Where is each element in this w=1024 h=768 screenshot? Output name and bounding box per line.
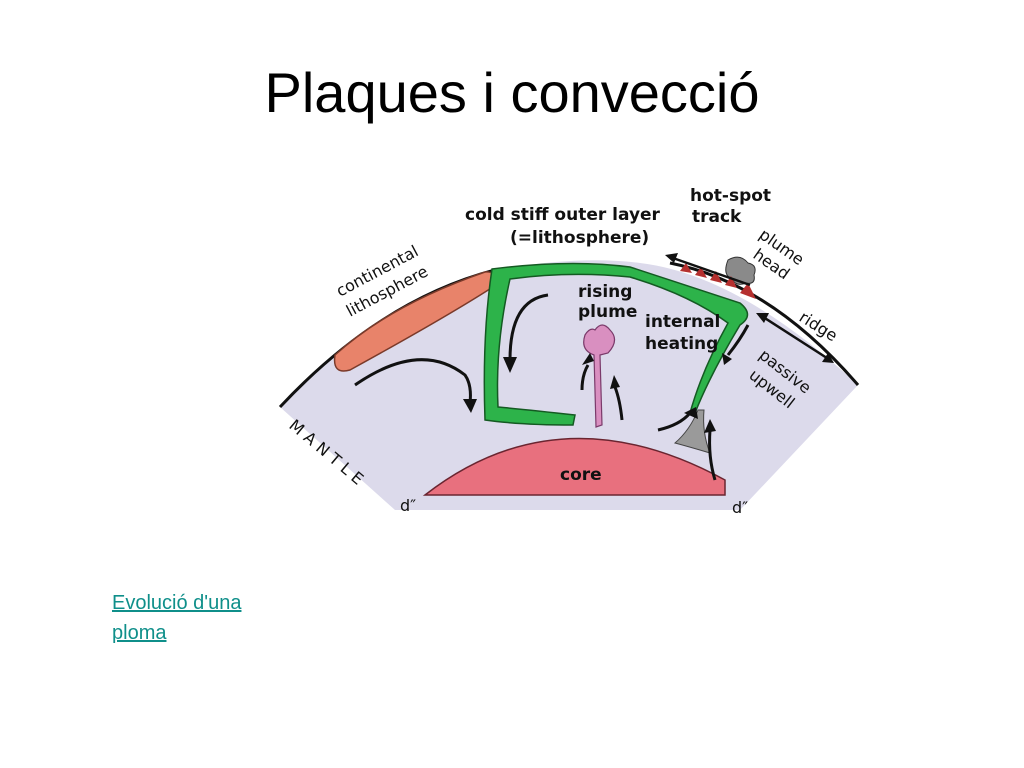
convection-arrowheads xyxy=(463,353,732,433)
ocean-surface-line xyxy=(669,261,860,386)
convection-arrows xyxy=(354,293,750,481)
label-internal-1: internal xyxy=(645,312,720,332)
rising-plume xyxy=(583,324,616,428)
label-rising-1: rising xyxy=(578,282,632,302)
label-rising-2: plume xyxy=(578,302,637,322)
convection-diagram: cold stiff outer layer (=lithosphere) ho… xyxy=(278,186,860,517)
hotspot-volcanoes xyxy=(680,263,756,299)
ridge-arrows xyxy=(756,313,834,363)
hotspot-track-arrow xyxy=(665,253,751,287)
slide-title: Plaques i convecció xyxy=(264,61,760,124)
ridge-plume xyxy=(673,409,711,454)
label-mantle-sub: d″ xyxy=(400,496,416,515)
lithosphere-slab xyxy=(483,262,749,426)
label-core: core xyxy=(560,465,602,485)
label-cold-stiff-2: (=lithosphere) xyxy=(510,228,649,248)
label-hotspot-1: hot-spot xyxy=(690,186,771,206)
core xyxy=(422,437,726,496)
label-internal-2: heating xyxy=(645,334,718,354)
plume-evolution-link[interactable]: Evolució d'una ploma xyxy=(112,592,242,644)
label-d-double-prime: d″ xyxy=(732,498,748,517)
label-hotspot-2: track xyxy=(692,207,742,227)
label-cold-stiff-1: cold stiff outer layer xyxy=(465,205,661,225)
